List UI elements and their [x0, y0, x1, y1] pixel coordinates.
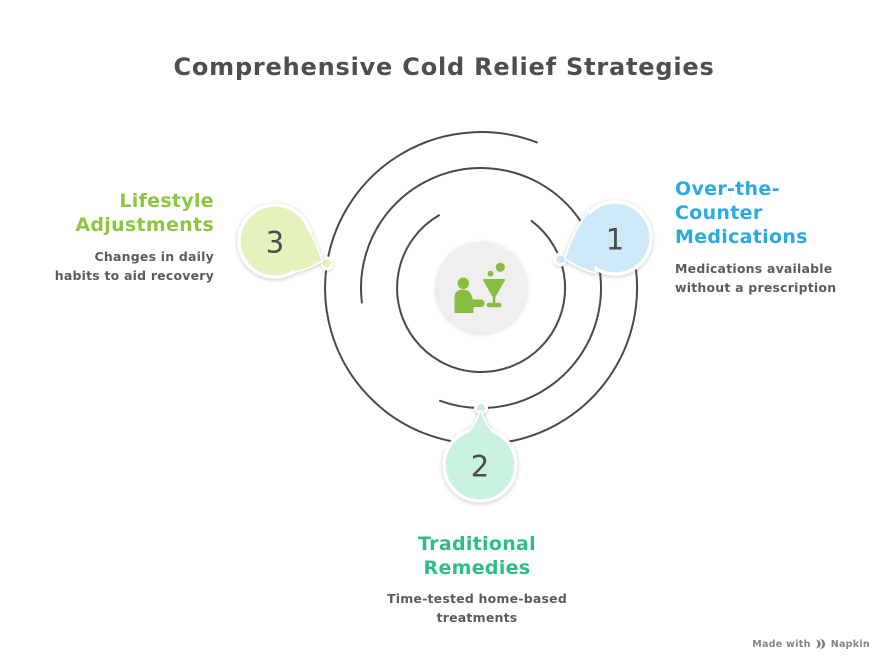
node-1-number: 1: [606, 223, 624, 257]
outer-orbit-ring: [324, 131, 639, 446]
node-2-description: Time-tested home-based treatments: [387, 591, 567, 625]
node-1-description: Medications available without a prescrip…: [675, 261, 837, 295]
node-1-bubble: 1: [563, 200, 653, 276]
node-3-orbit-dot: [320, 256, 334, 271]
node-1-orbit-dot: [553, 252, 567, 267]
node-3-bubble: 3: [237, 203, 324, 279]
middle-orbit-ring: [360, 167, 602, 409]
node-3-number: 3: [266, 226, 284, 260]
center-circle: [435, 241, 528, 334]
center-hub: [435, 241, 528, 334]
inner-orbit-ring: [396, 214, 567, 373]
node-2-bubble: 2: [442, 409, 518, 503]
node-3-label: Lifestyle Adjustments: [75, 190, 214, 236]
watermark-brand: Napkin: [830, 638, 870, 650]
person-with-drink-icon: [454, 262, 505, 313]
node-2-bubble-tail-fill: [461, 411, 500, 440]
node-3-description: Changes in daily habits to aid recovery: [54, 249, 214, 283]
orbit-rings: [324, 131, 639, 446]
node-2-label: Traditional Remedies: [418, 533, 536, 579]
page-title: Comprehensive Cold Relief Strategies: [173, 53, 715, 81]
watermark-prefix: Made with: [752, 638, 811, 650]
node-3-bubble-tail-fill: [294, 219, 322, 272]
node-2-number: 2: [471, 450, 489, 484]
node-1-label: Over-the- Counter Medications: [675, 178, 808, 248]
napkin-watermark: Made with Napkin: [752, 638, 870, 650]
napkin-pen-icon: [815, 638, 825, 650]
node-1-bubble-tail-fill: [565, 211, 595, 272]
